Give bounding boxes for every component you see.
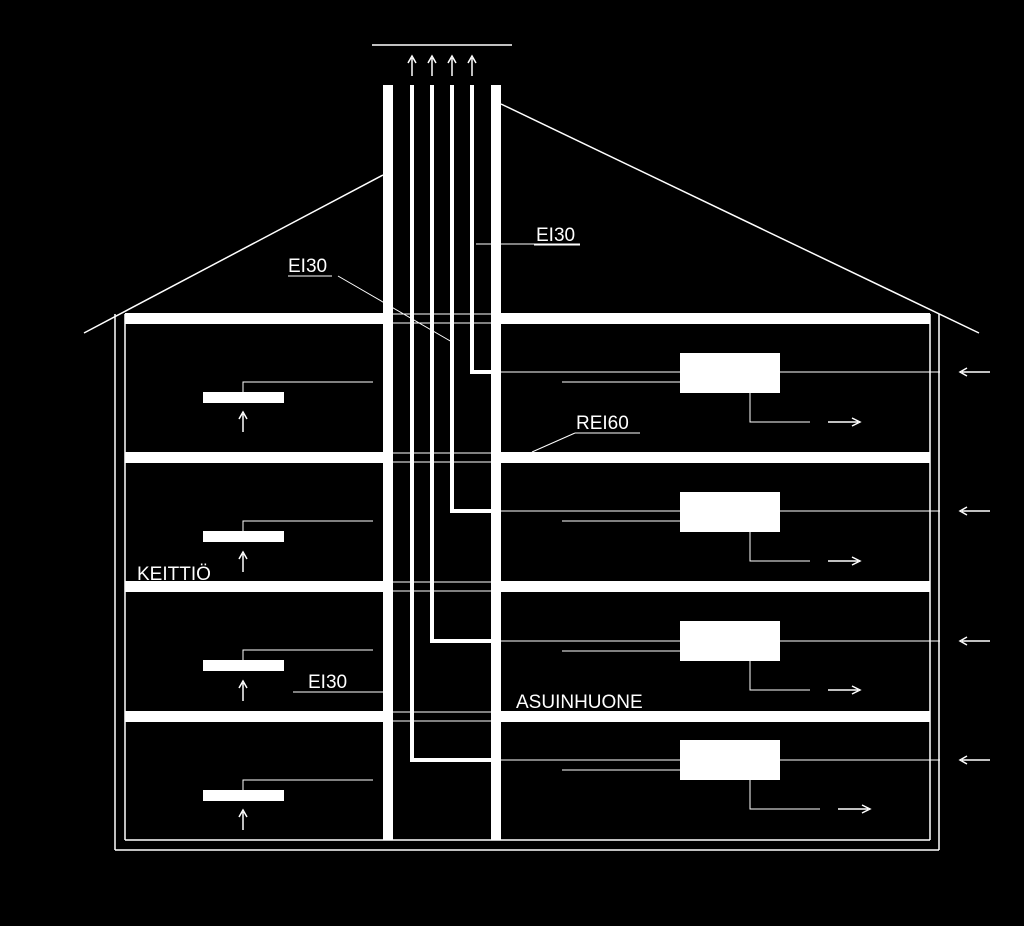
room-units xyxy=(680,353,780,780)
building-walls xyxy=(114,314,940,851)
room-unit-connections xyxy=(501,371,940,810)
label-ei30-bottom: EI30 xyxy=(308,672,347,693)
ventilation-shaft-walls xyxy=(383,85,501,840)
exhaust-ducts xyxy=(410,85,491,762)
outflow-arrows xyxy=(828,417,872,814)
slab-lines-through-shaft xyxy=(300,313,501,722)
kitchen-up-arrows xyxy=(238,410,248,830)
kitchen-hoods xyxy=(203,381,373,801)
label-keittio: KEITTIÖ xyxy=(137,564,211,585)
leader-lines xyxy=(288,243,640,693)
floor-slabs xyxy=(125,313,930,722)
label-rei60: REI60 xyxy=(576,413,629,434)
label-asuinhuone: ASUINHUONE xyxy=(516,692,643,713)
inlet-arrows xyxy=(958,367,990,765)
roof xyxy=(83,103,980,334)
exhaust-arrows xyxy=(407,54,477,76)
label-ei30-top-left: EI30 xyxy=(288,256,327,277)
label-ei30-top-right: EI30 xyxy=(536,225,575,246)
